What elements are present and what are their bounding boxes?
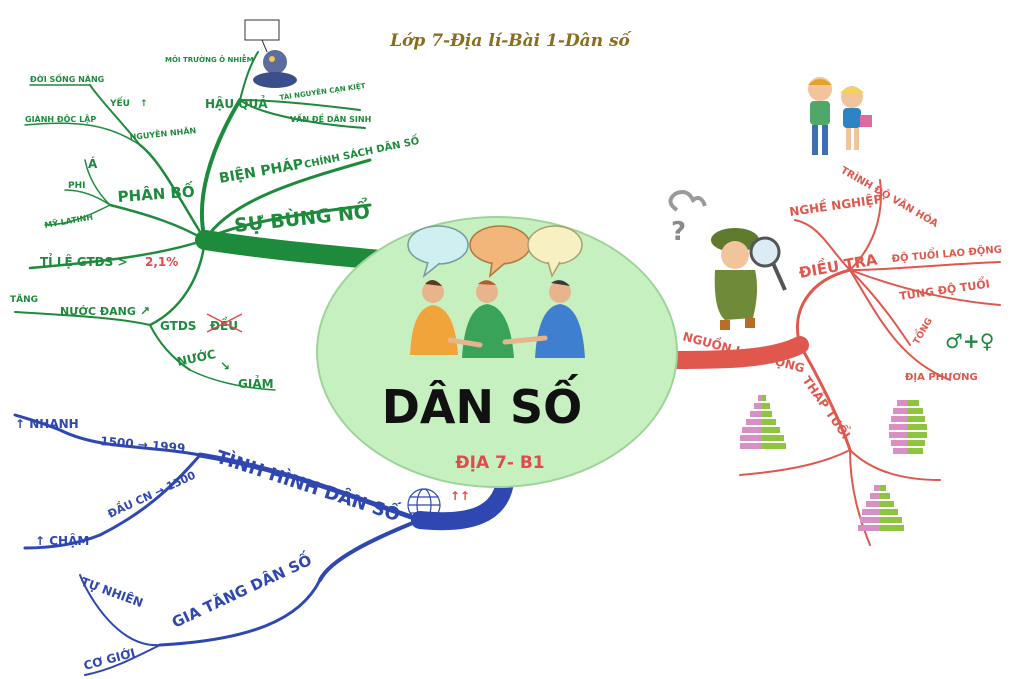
label-hau-qua: HẬU QUẢ: [205, 95, 268, 111]
pyramid-2: [889, 400, 927, 454]
pollution-illustration: [244, 19, 297, 88]
label-range: 1500 → 1999: [100, 434, 186, 455]
label-nhanh: ↑ NHANH: [15, 417, 79, 431]
green-branch: [14, 51, 390, 391]
blue-branch: [13, 413, 514, 676]
label-tinh-hinh: TÌNH HÌNH DÂN SỐ: [213, 444, 403, 526]
people-talking-illustration: [410, 279, 585, 358]
green-trunk: [195, 230, 390, 270]
red-trunk: [663, 336, 809, 369]
label-gianh: GIÀNH ĐỘC LẬP: [25, 113, 96, 124]
label-nuoc: NƯỚC: [176, 346, 218, 369]
label-giam: GIẢM: [238, 375, 274, 391]
label-tong: TỔNG: [909, 315, 935, 346]
label-nuoc-dang-arrow: ↗: [140, 304, 150, 318]
label-nuoc-dang: NƯỚC ĐANG: [60, 305, 136, 318]
label-tung-do-tuoi: TỪNG ĐỘ TUỔI: [898, 275, 990, 303]
label-phi: PHI: [68, 181, 85, 191]
label-gtds: GTDS: [160, 319, 196, 333]
label-moi-truong: MÔI TRƯỜNG Ô NHIỄM: [165, 54, 254, 64]
globe-icon: [407, 488, 441, 522]
label-dia-phuong: ĐỊA PHƯƠNG: [905, 372, 978, 383]
label-chinh-sach: CHÍNH SÁCH DÂN SỐ: [303, 132, 421, 171]
label-nguyen-nhan: NGUYÊN NHÂN: [129, 124, 197, 142]
deu-strike: [206, 313, 243, 333]
pyramid-1: [740, 395, 786, 449]
pyramid-3: [858, 485, 904, 531]
population-pyramids: [740, 395, 927, 531]
label-yeu: YẾU: [109, 96, 130, 109]
label-do-tuoi-ld: ĐỘ TUỔI LAO ĐỘNG: [891, 240, 1002, 265]
label-up-arrows: ↑↑: [450, 489, 470, 503]
detective-illustration: ?: [668, 190, 787, 330]
map-title: Lớp 7-Địa lí-Bài 1-Dân số: [389, 31, 632, 51]
label-doi-song: ĐỜI SỐNG NÂNG: [30, 72, 104, 84]
label-gia-tang: GIA TĂNG DÂN SỐ: [168, 548, 315, 631]
label-bien-phap: BIỆN PHÁP: [218, 154, 305, 187]
svg-text:?: ?: [671, 217, 686, 247]
label-ti-le-value: 2,1%: [145, 255, 178, 269]
speech-bubbles-icon: [407, 225, 583, 279]
label-cham: ↑ CHẬM: [35, 533, 89, 548]
label-mi-la-tinh: MỸ LATINH: [44, 212, 94, 230]
label-tang: TĂNG: [10, 293, 38, 305]
blue-trunk: [411, 473, 514, 531]
label-van-de: VẤN ĐỀ DÂN SINH: [290, 112, 371, 124]
label-gender: ♂+♀: [945, 329, 994, 353]
center-title: DÂN SỐ: [382, 374, 583, 434]
label-a: Á: [88, 156, 98, 171]
center-subtitle: ĐỊA 7- B1: [455, 453, 544, 473]
label-ti-le: TỈ LỆ GTDS >: [40, 253, 128, 269]
label-yeu-arrow: ↑: [140, 99, 148, 109]
label-nghe-nghiep: NGHỀ NGHIỆP: [788, 189, 883, 219]
red-branch: [663, 179, 1001, 546]
label-nuoc-arrow: ↘: [220, 359, 230, 373]
label-thap-tuoi: THÁP TUỔI: [800, 372, 856, 442]
label-dau-cn: ĐẦU CN → 1500: [105, 468, 198, 521]
children-illustration: [808, 77, 872, 155]
